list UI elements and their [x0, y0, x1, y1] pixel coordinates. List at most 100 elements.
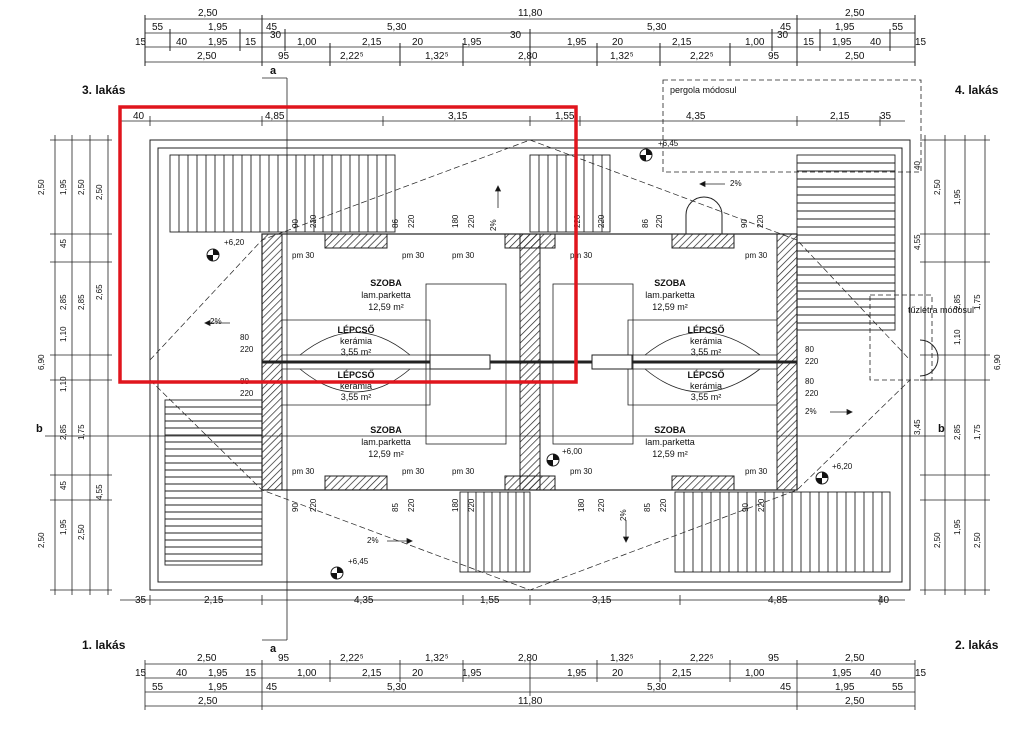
svg-text:3,55 m²: 3,55 m²	[691, 392, 722, 402]
level-marker-icon	[639, 148, 653, 162]
tuzletra-note: tűzlétra módosul	[908, 305, 974, 315]
svg-text:40: 40	[878, 595, 890, 606]
svg-text:4,85: 4,85	[265, 111, 285, 122]
svg-text:+6,45: +6,45	[658, 139, 679, 148]
plan-top-dimension-text: 40 4,85 3,15 1,55 4,35 2,15 35	[133, 111, 892, 122]
svg-text:SZOBA: SZOBA	[370, 425, 402, 435]
svg-text:95: 95	[278, 653, 290, 664]
svg-text:2,50: 2,50	[933, 179, 942, 195]
svg-text:55: 55	[892, 682, 904, 693]
svg-text:2%: 2%	[805, 407, 817, 416]
svg-text:2,50: 2,50	[197, 653, 217, 664]
svg-text:1,32⁵: 1,32⁵	[425, 653, 449, 664]
svg-text:kerámia: kerámia	[690, 336, 722, 346]
svg-text:1,95: 1,95	[59, 179, 68, 195]
svg-text:220: 220	[805, 357, 819, 366]
svg-text:15: 15	[915, 37, 927, 48]
svg-text:4,35: 4,35	[686, 111, 706, 122]
svg-text:1,10: 1,10	[59, 326, 68, 342]
svg-text:2,50: 2,50	[198, 696, 218, 707]
svg-text:2,85: 2,85	[953, 294, 962, 310]
svg-text:3,55 m²: 3,55 m²	[341, 392, 372, 402]
plan-top-dimension	[120, 116, 905, 126]
chimney-top	[685, 196, 723, 234]
svg-text:180: 180	[451, 214, 460, 228]
svg-text:35: 35	[135, 595, 147, 606]
svg-text:pm 30: pm 30	[292, 251, 315, 260]
svg-text:2,22⁵: 2,22⁵	[340, 653, 364, 664]
svg-text:55: 55	[152, 22, 164, 33]
plan-bottom-dimension	[120, 595, 905, 605]
louvre-bottom-left	[164, 399, 263, 566]
svg-text:20: 20	[612, 37, 624, 48]
svg-text:SZOBA: SZOBA	[370, 278, 402, 288]
svg-text:12,59 m²: 12,59 m²	[652, 449, 688, 459]
unit-label-3: 3. lakás	[82, 83, 126, 97]
svg-text:80: 80	[240, 333, 249, 342]
svg-text:220: 220	[659, 498, 668, 512]
svg-text:220: 220	[407, 498, 416, 512]
svg-text:4,55: 4,55	[913, 234, 922, 250]
svg-text:4,85: 4,85	[768, 595, 788, 606]
svg-text:30: 30	[777, 30, 789, 41]
svg-text:pm 30: pm 30	[570, 467, 593, 476]
lightwell-right	[552, 283, 634, 445]
svg-text:1,95: 1,95	[953, 189, 962, 205]
svg-text:LÉPCSŐ: LÉPCSŐ	[687, 369, 724, 380]
svg-text:3,55 m²: 3,55 m²	[691, 347, 722, 357]
svg-text:15: 15	[135, 37, 147, 48]
svg-text:40: 40	[176, 668, 188, 679]
svg-text:5,30: 5,30	[387, 22, 407, 33]
svg-text:1,95: 1,95	[462, 37, 482, 48]
svg-text:2,50: 2,50	[77, 524, 86, 540]
fire-ladder-hatch	[919, 339, 939, 377]
svg-text:5,30: 5,30	[647, 682, 667, 693]
svg-text:86: 86	[391, 219, 400, 228]
svg-text:1,32⁵: 1,32⁵	[610, 51, 634, 62]
svg-text:pm 30: pm 30	[452, 251, 475, 260]
svg-text:pm 30: pm 30	[402, 467, 425, 476]
svg-text:220: 220	[467, 498, 476, 512]
svg-text:1,95: 1,95	[953, 519, 962, 535]
level-markers: +6,20 +6,45 +6,00 +6,20 +6,45	[206, 139, 853, 580]
bottom-dimension-chains	[144, 660, 916, 710]
svg-text:1,95: 1,95	[59, 519, 68, 535]
svg-text:220: 220	[597, 214, 606, 228]
svg-text:2,50: 2,50	[37, 532, 46, 548]
svg-text:40: 40	[913, 161, 922, 170]
svg-text:5,30: 5,30	[387, 682, 407, 693]
svg-text:3,15: 3,15	[448, 111, 468, 122]
svg-text:1,95: 1,95	[835, 22, 855, 33]
svg-text:pm 30: pm 30	[402, 251, 425, 260]
section-a-bottom: a	[270, 643, 277, 655]
svg-text:180: 180	[577, 498, 586, 512]
svg-text:11,80: 11,80	[518, 696, 543, 707]
svg-text:kerámia: kerámia	[340, 336, 372, 346]
svg-text:2%: 2%	[367, 536, 379, 545]
svg-text:1,95: 1,95	[835, 682, 855, 693]
svg-text:pm 30: pm 30	[745, 251, 768, 260]
svg-text:+6,20: +6,20	[224, 238, 245, 247]
svg-text:SZOBA: SZOBA	[654, 278, 686, 288]
svg-text:1,10: 1,10	[59, 376, 68, 392]
svg-text:4,55: 4,55	[95, 484, 104, 500]
svg-text:2,15: 2,15	[672, 37, 692, 48]
svg-text:220: 220	[655, 214, 664, 228]
tuzletra-outline	[869, 294, 933, 381]
svg-text:55: 55	[892, 22, 904, 33]
svg-text:LÉPCSŐ: LÉPCSŐ	[687, 324, 724, 335]
svg-text:180: 180	[451, 498, 460, 512]
louvre-right-top	[796, 154, 896, 331]
left-dimension-chains	[50, 135, 112, 595]
louvre-bottom-right	[674, 491, 891, 573]
svg-text:kerámia: kerámia	[690, 381, 722, 391]
svg-text:pm 30: pm 30	[570, 251, 593, 260]
plan-bottom-dimension-text: 35 2,15 4,35 1,55 3,15 4,85 40	[135, 595, 890, 606]
svg-text:1,00: 1,00	[297, 668, 317, 679]
svg-text:40: 40	[870, 37, 882, 48]
svg-text:2,50: 2,50	[933, 532, 942, 548]
svg-text:lam.parketta: lam.parketta	[645, 437, 695, 447]
svg-text:220: 220	[756, 214, 765, 228]
svg-text:3,55 m²: 3,55 m²	[341, 347, 372, 357]
svg-text:1,95: 1,95	[208, 37, 228, 48]
